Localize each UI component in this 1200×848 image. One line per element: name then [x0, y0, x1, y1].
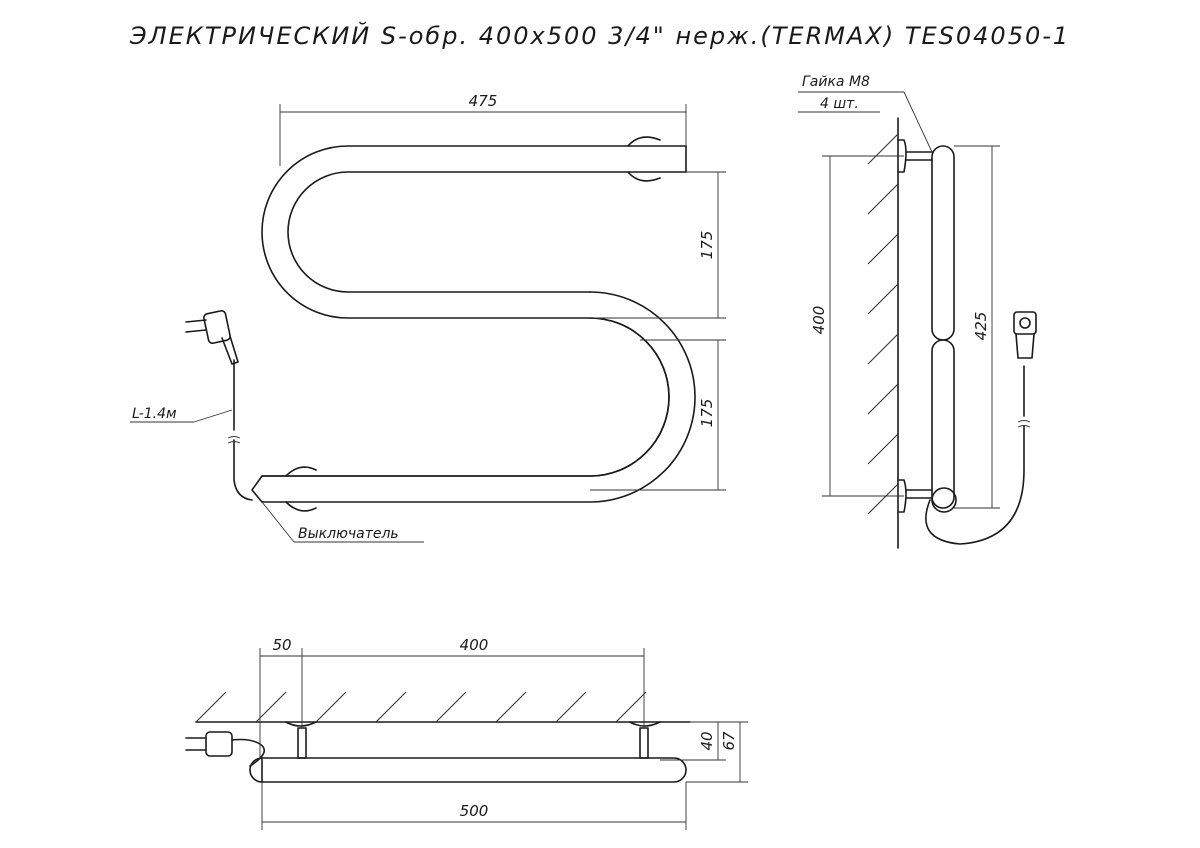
dim-lower-loop-label: 175: [698, 399, 716, 428]
s-tube-inner-outline: [287, 171, 687, 293]
side-view: Гайка М8 4 шт. 400 425: [798, 74, 1037, 549]
s-tube-outline: [261, 145, 687, 477]
lower-bracket: [285, 466, 317, 512]
power-cable: [233, 359, 253, 501]
dim-width-label: 475: [469, 92, 498, 110]
s-tube-lower-outline: [261, 291, 696, 503]
plug-icon: [185, 309, 239, 365]
dim-depth-total-label: 67: [720, 731, 738, 751]
side-cable: [925, 365, 1025, 545]
dim-total-height-label: 425: [972, 312, 990, 341]
top-plug-icon: [185, 731, 233, 757]
top-cable: [231, 738, 266, 767]
dim-depth-mount-label: 40: [698, 731, 716, 750]
side-plug-icon: [1013, 311, 1037, 359]
top-view: 50 400 500 40 67: [185, 636, 748, 830]
nut-count-label: 4 шт.: [820, 96, 859, 112]
dim-upper-loop-label: 175: [698, 231, 716, 260]
side-tube: [931, 145, 955, 341]
drawing-title: ЭЛЕКТРИЧЕСКИЙ S-обр. 400x500 3/4" нерж.(…: [129, 21, 1070, 50]
dim-mount-height-label: 400: [810, 306, 828, 335]
upper-bracket: [627, 136, 661, 182]
nut-label: Гайка М8: [802, 74, 870, 90]
dim-mount-width-label: 400: [460, 636, 489, 654]
wall-hatching: [867, 133, 899, 515]
switch-label: Выключатель: [298, 526, 399, 542]
switch-end-circle: [931, 487, 957, 513]
top-tube: [249, 757, 687, 783]
front-view: 475 175 175 L-1.4м Выключатель: [130, 92, 726, 543]
cable-length-label: L-1.4м: [132, 406, 177, 422]
dim-total-width-label: 500: [460, 802, 489, 820]
switch-end: [251, 475, 263, 503]
dim-offset-label: 50: [272, 636, 291, 654]
top-wall-hatching: [195, 691, 647, 723]
